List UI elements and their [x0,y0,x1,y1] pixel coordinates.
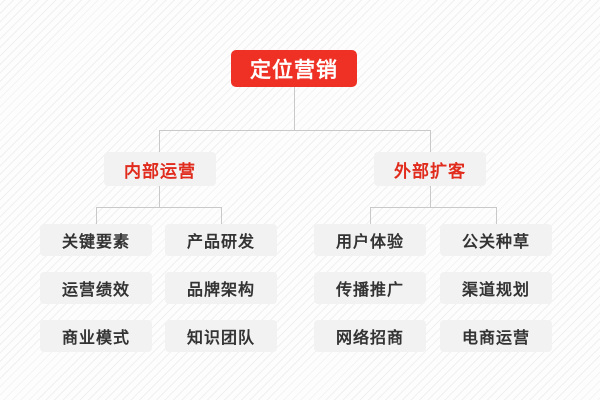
connector-branch-left-drop [159,130,160,152]
branch-node-external-expansion[interactable]: 外部扩客 [374,152,486,186]
leaf-node-brand-architecture[interactable]: 品牌架构 [165,272,277,304]
leaf-node-channel-planning[interactable]: 渠道规划 [440,272,552,304]
connector-right-stem [430,186,431,207]
connector-root-stem [294,87,295,130]
leaf-node-operational-performance[interactable]: 运营绩效 [40,272,152,304]
connector-left-col1-drop [96,207,97,224]
connector-right-col2-drop [496,207,497,224]
leaf-node-public-relations-seeding[interactable]: 公关种草 [440,224,552,256]
connector-left-col2-drop [221,207,222,224]
connector-right-col1-drop [370,207,371,224]
connector-branch-right-drop [430,130,431,152]
leaf-node-product-rnd[interactable]: 产品研发 [165,224,277,256]
connector-right-bus [370,207,496,208]
connector-left-stem [159,186,160,207]
leaf-node-online-investment[interactable]: 网络招商 [314,320,426,352]
leaf-node-user-experience[interactable]: 用户体验 [314,224,426,256]
leaf-node-business-model[interactable]: 商业模式 [40,320,152,352]
connector-left-bus [96,207,221,208]
leaf-node-key-elements[interactable]: 关键要素 [40,224,152,256]
leaf-node-knowledge-team[interactable]: 知识团队 [165,320,277,352]
root-node-positioning-marketing[interactable]: 定位营销 [231,50,357,87]
connector-branch-bus [159,130,431,131]
leaf-node-communication-promotion[interactable]: 传播推广 [314,272,426,304]
leaf-node-ecommerce-operations[interactable]: 电商运营 [440,320,552,352]
branch-node-internal-operations[interactable]: 内部运营 [104,152,216,186]
